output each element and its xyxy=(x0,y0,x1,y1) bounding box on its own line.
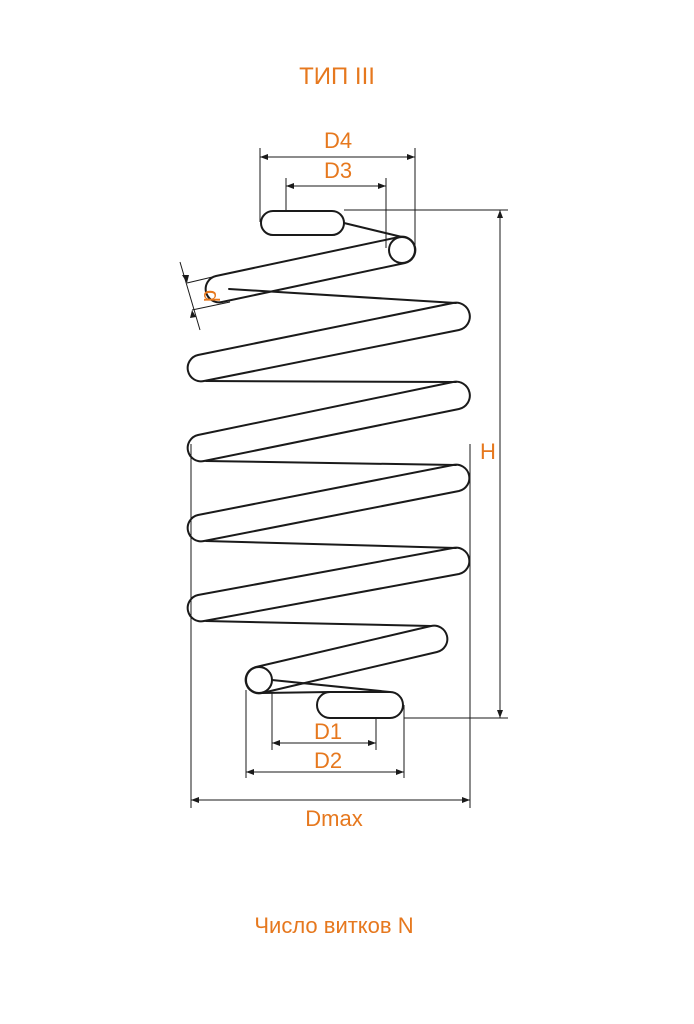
label-d2: D2 xyxy=(314,748,342,773)
label-dmax: Dmax xyxy=(305,806,362,831)
coil-count-caption: Число витков N xyxy=(254,913,413,938)
label-h: H xyxy=(480,439,496,464)
bottom-left-turn xyxy=(245,666,273,694)
label-d4: D4 xyxy=(324,128,352,153)
label-d3: D3 xyxy=(324,158,352,183)
back-wire xyxy=(205,540,457,549)
front-bar-4 xyxy=(186,463,471,543)
front-bar-6 xyxy=(244,624,449,695)
dimension-lines xyxy=(179,148,508,808)
back-wire xyxy=(228,288,457,304)
front-bar-2 xyxy=(186,301,471,383)
top-end-coil xyxy=(260,210,345,236)
back-wire xyxy=(261,691,331,694)
diagram-title: ТИП III xyxy=(299,63,375,90)
label-d1: D1 xyxy=(314,719,342,744)
back-wire xyxy=(271,679,391,693)
back-wire xyxy=(343,222,403,238)
front-bar-1 xyxy=(204,235,417,304)
spring-body xyxy=(186,210,471,719)
back-wire xyxy=(205,620,432,627)
back-wire xyxy=(205,380,457,383)
front-bar-5 xyxy=(186,546,471,623)
dimension-arrows xyxy=(182,154,503,803)
bottom-end-coil xyxy=(316,691,404,719)
label-d: d xyxy=(199,290,224,302)
front-bar-3 xyxy=(186,380,471,463)
back-wire xyxy=(205,460,457,466)
